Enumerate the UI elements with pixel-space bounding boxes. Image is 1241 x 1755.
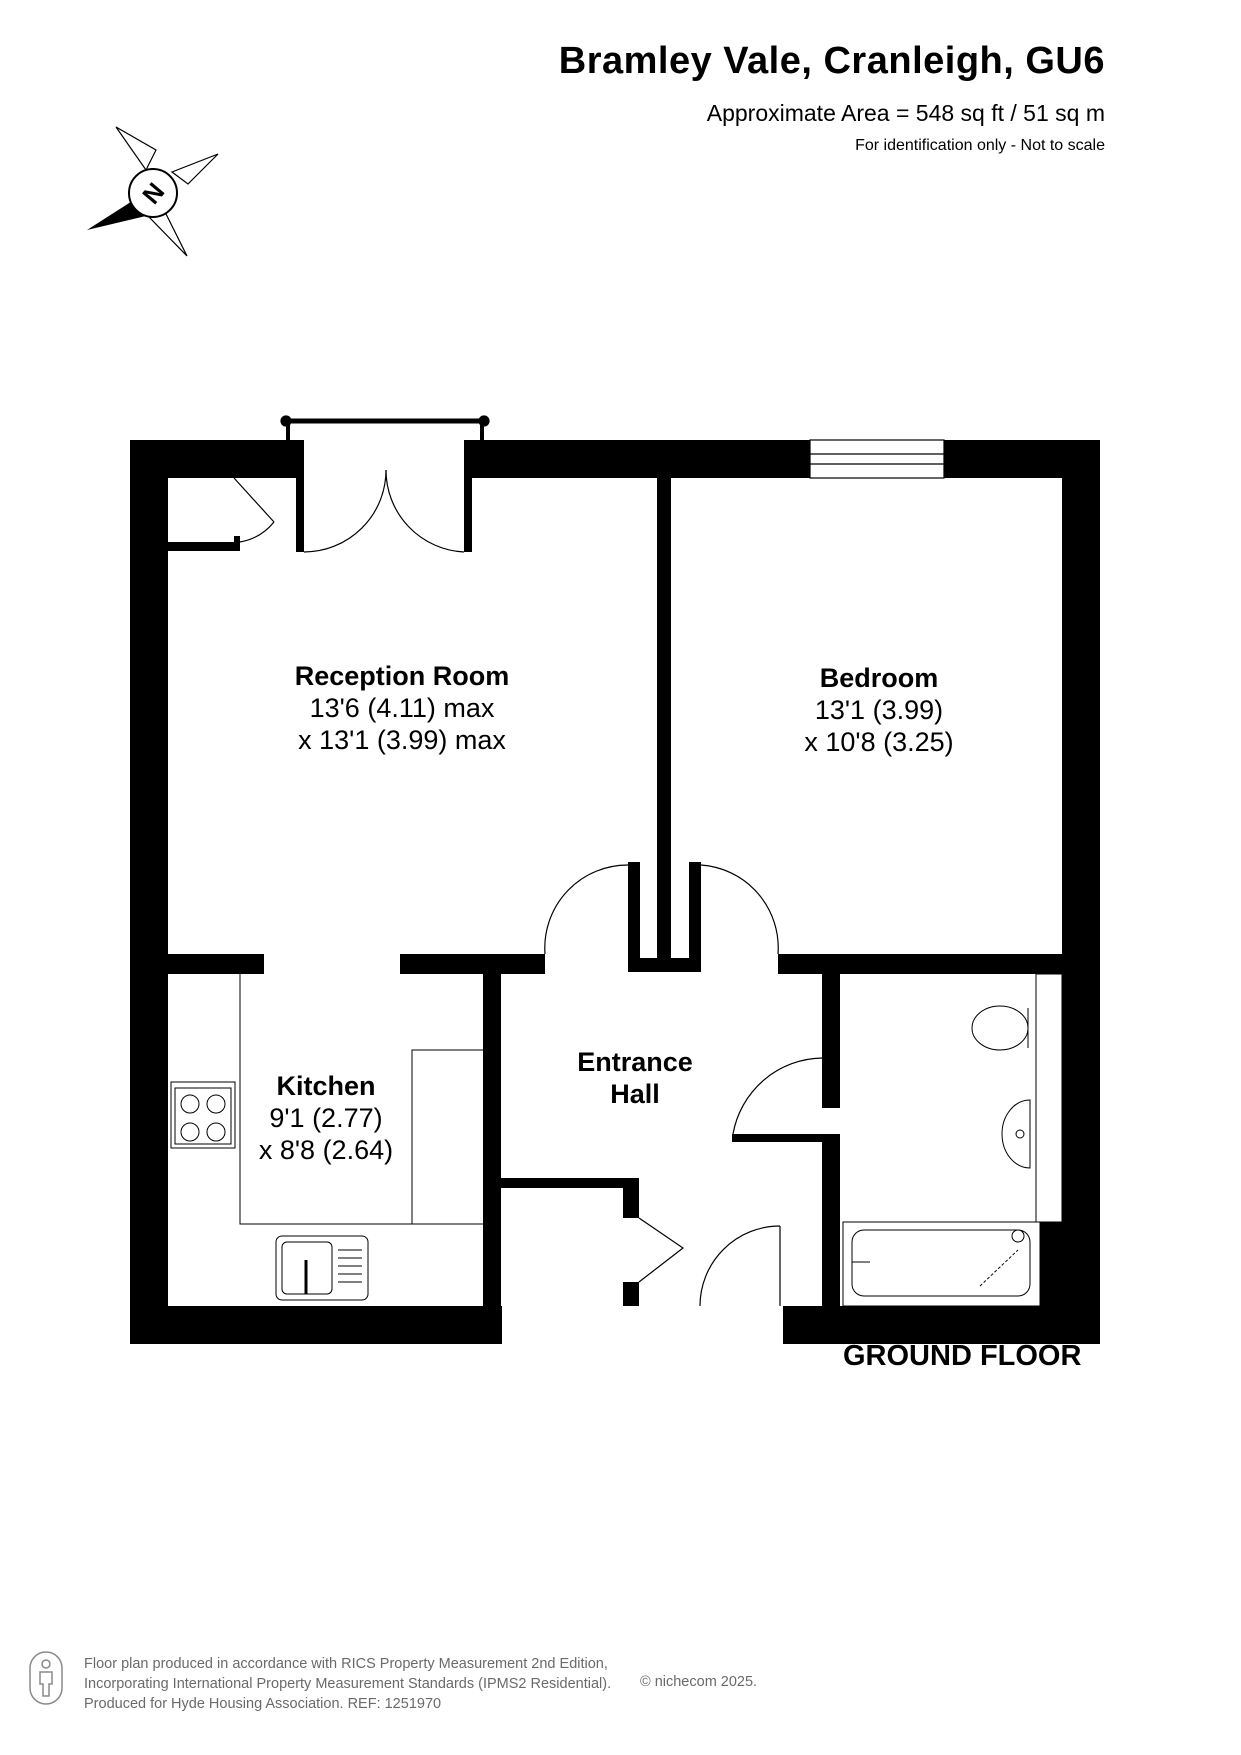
kitchen-worktop xyxy=(239,974,483,1225)
cupboard-door xyxy=(233,477,275,543)
room-reception: Reception Room 13'6 (4.11) max x 13'1 (3… xyxy=(262,660,542,756)
person-icon xyxy=(29,1651,63,1705)
walls xyxy=(130,440,1100,1344)
room-entrance-hall: Entrance Hall xyxy=(560,1046,710,1110)
identification-note: For identification only - Not to scale xyxy=(855,137,1105,154)
room-name: Entrance xyxy=(577,1047,693,1077)
copyright: © nichecom 2025. xyxy=(640,1674,758,1690)
footer-line: Incorporating International Property Mea… xyxy=(84,1676,612,1692)
room-bedroom: Bedroom 13'1 (3.99) x 10'8 (3.25) xyxy=(766,662,992,758)
room-dimension: 9'1 (2.77) xyxy=(269,1103,383,1133)
kitchen-sink-icon xyxy=(275,1235,369,1301)
toilet-icon xyxy=(971,1005,1029,1051)
hob-icon xyxy=(170,1081,236,1149)
compass-icon: N xyxy=(87,126,219,257)
room-name: Bedroom xyxy=(819,663,939,693)
room-dimension: x 8'8 (2.64) xyxy=(258,1135,394,1165)
room-dimension: x 13'1 (3.99) max xyxy=(298,725,506,755)
floor-label: GROUND FLOOR xyxy=(843,1340,1082,1372)
room-name: Kitchen xyxy=(276,1071,376,1101)
room-kitchen: Kitchen 9'1 (2.77) x 8'8 (2.64) xyxy=(236,1070,416,1166)
footer-line: Floor plan produced in accordance with R… xyxy=(84,1656,608,1672)
footer-line: Produced for Hyde Housing Association. R… xyxy=(84,1696,442,1712)
hall-doors xyxy=(544,864,823,1307)
room-dimension: 13'1 (3.99) xyxy=(814,695,944,725)
area-summary: Approximate Area = 548 sq ft / 51 sq m xyxy=(706,100,1105,126)
room-name: Hall xyxy=(610,1079,660,1109)
bathroom-fittings xyxy=(842,973,1063,1307)
bedroom-window xyxy=(809,439,945,479)
room-name: Reception Room xyxy=(294,661,510,691)
room-dimension: x 10'8 (3.25) xyxy=(804,727,954,757)
footer-notes: Floor plan produced in accordance with R… xyxy=(84,1654,611,1714)
french-doors xyxy=(280,415,490,553)
page-title: Bramley Vale, Cranleigh, GU6 xyxy=(558,40,1105,82)
room-dimension: 13'6 (4.11) max xyxy=(309,693,495,723)
